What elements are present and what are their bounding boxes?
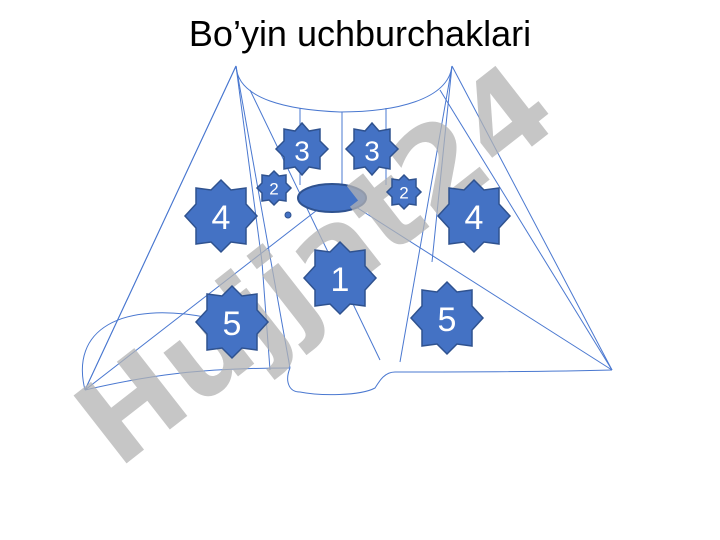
- badge-3-right: 3: [344, 121, 400, 177]
- badge-label: 5: [223, 305, 242, 343]
- badge-4-right: 4: [436, 178, 512, 254]
- badge-5-right: 5: [409, 280, 485, 356]
- badge-4-left: 4: [183, 178, 259, 254]
- badge-label: 4: [212, 199, 231, 237]
- hyoid-ellipse: [297, 183, 367, 213]
- badge-star-shape: [302, 240, 378, 316]
- badge-3-left: 3: [274, 121, 330, 177]
- badge-2-right: 2: [385, 173, 423, 211]
- badge-label: 2: [399, 184, 408, 203]
- badge-star-shape: [436, 178, 512, 254]
- page-title: Bo’yin uchburchaklari: [188, 13, 532, 54]
- badge-1: 1: [302, 240, 378, 316]
- badge-star-shape: [255, 169, 293, 207]
- badge-star-shape: [194, 284, 270, 360]
- badge-label: 5: [438, 301, 457, 339]
- small-dot: [284, 211, 292, 219]
- badge-label: 4: [465, 199, 484, 237]
- badge-star-shape: [385, 173, 423, 211]
- badge-label: 2: [269, 180, 278, 199]
- badge-star-shape: [274, 121, 330, 177]
- badge-star-shape: [344, 121, 400, 177]
- badge-5-left: 5: [194, 284, 270, 360]
- badge-label: 3: [364, 136, 380, 167]
- badge-star-shape: [183, 178, 259, 254]
- badge-label: 1: [331, 261, 350, 299]
- badge-label: 3: [294, 136, 310, 167]
- badge-2-left: 2: [255, 169, 293, 207]
- badge-star-shape: [409, 280, 485, 356]
